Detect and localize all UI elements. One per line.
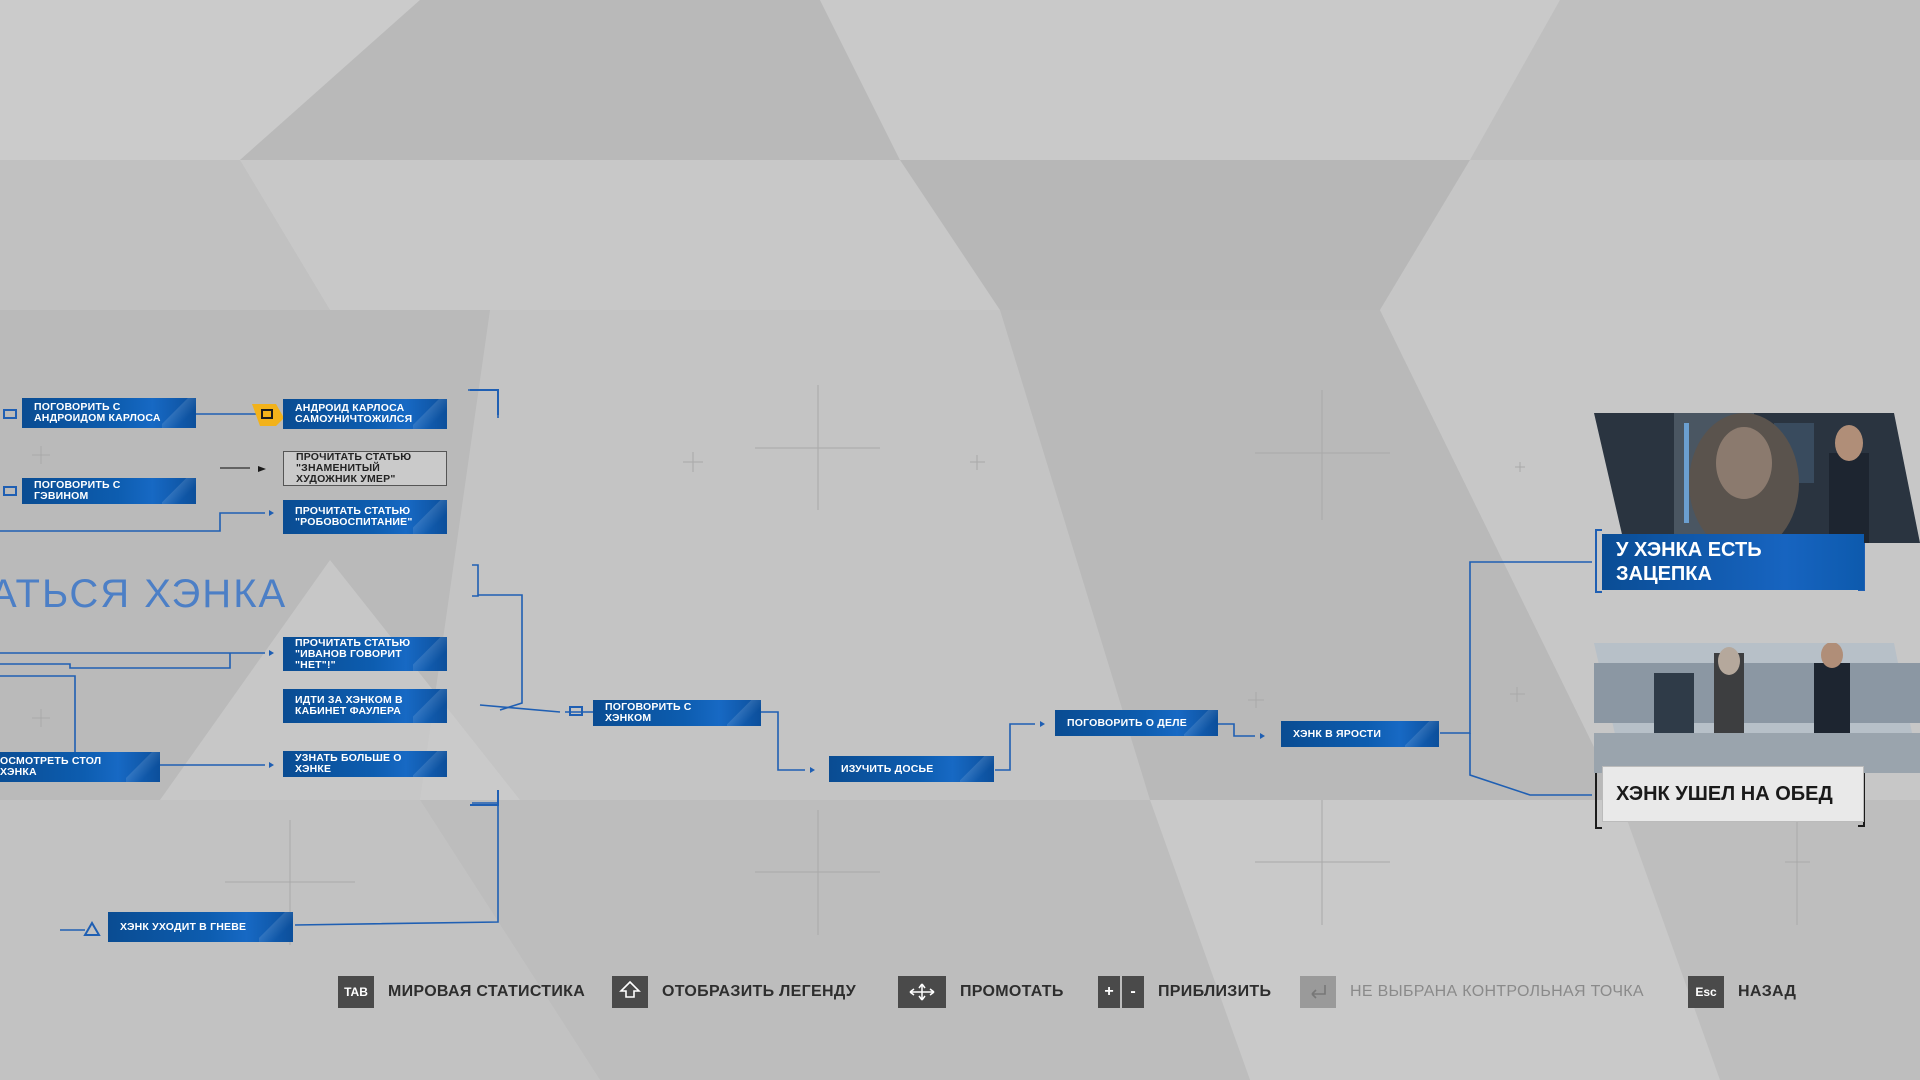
control-checkpoint[interactable]: НЕ ВЫБРАНА КОНТРОЛЬНАЯ ТОЧКА [1300,974,1644,1010]
chapter-title: АТЬСЯ ХЭНКА [0,572,288,616]
node-hank-leaves-angry[interactable]: ХЭНК УХОДИТ В ГНЕВЕ [108,912,293,942]
move-arrows-icon [898,976,946,1008]
node-talk-hank[interactable]: ПОГОВОРИТЬ С ХЭНКОМ [593,700,761,726]
node-inspect-desk[interactable]: ОСМОТРЕТЬ СТОЛ ХЭНКА [0,752,160,782]
control-back[interactable]: Esc НАЗАД [1688,974,1796,1010]
node-follow-hank[interactable]: ИДТИ ЗА ХЭНКОМ В КАБИНЕТ ФАУЛЕРА [283,689,447,723]
enter-key-icon [1300,976,1336,1008]
tab-key-icon: TAB [338,976,374,1008]
control-world-stats-label: МИРОВАЯ СТАТИСТИКА [388,983,586,1000]
node-study-dossier[interactable]: ИЗУЧИТЬ ДОСЬЕ [829,756,994,782]
node-hank-furious[interactable]: ХЭНК В ЯРОСТИ [1281,721,1439,747]
control-back-label: НАЗАД [1738,983,1797,1000]
node-read-artist-died[interactable]: ПРОЧИТАТЬ СТАТЬЮ "ЗНАМЕНИТЫЙ ХУДОЖНИК УМ… [283,451,447,486]
plus-key-icon: + [1098,976,1120,1008]
control-checkpoint-label: НЕ ВЫБРАНА КОНТРОЛЬНАЯ ТОЧКА [1350,983,1644,1000]
control-zoom[interactable]: + - ПРИБЛИЗИТЬ [1098,974,1271,1010]
control-show-legend[interactable]: ОТОБРАЗИТЬ ЛЕГЕНДУ [612,974,856,1010]
ending-lead-thumbnail [1594,413,1920,543]
ending-lunch-thumbnail [1594,643,1920,773]
control-scroll-label: ПРОМОТАТЬ [960,983,1064,1000]
ending-card-lunch[interactable]: ХЭНК УШЕЛ НА ОБЕД [1602,766,1864,822]
node-read-ivanov[interactable]: ПРОЧИТАТЬ СТАТЬЮ "ИВАНОВ ГОВОРИТ "НЕТ"!" [283,637,447,671]
ending-card-lead[interactable]: У ХЭНКА ЕСТЬ ЗАЦЕПКА [1602,534,1864,590]
node-android-selfdestruct[interactable]: АНДРОИД КАРЛОСА САМОУНИЧТОЖИЛСЯ [283,399,447,429]
node-talk-gavin[interactable]: ПОГОВОРИТЬ С ГЭВИНОМ [22,478,196,504]
control-show-legend-label: ОТОБРАЗИТЬ ЛЕГЕНДУ [662,983,856,1000]
shift-key-icon [612,976,648,1008]
node-talk-android-carlos[interactable]: ПОГОВОРИТЬ С АНДРОИДОМ КАРЛОСА [22,398,196,428]
esc-key-icon: Esc [1688,976,1724,1008]
control-world-stats[interactable]: TAB МИРОВАЯ СТАТИСТИКА [338,974,585,1010]
node-read-robo[interactable]: ПРОЧИТАТЬ СТАТЬЮ "РОБОВОСПИТАНИЕ" [283,500,447,534]
control-zoom-label: ПРИБЛИЗИТЬ [1158,983,1272,1000]
control-scroll[interactable]: ПРОМОТАТЬ [898,974,1064,1010]
node-talk-case[interactable]: ПОГОВОРИТЬ О ДЕЛЕ [1055,710,1218,736]
minus-key-icon: - [1122,976,1144,1008]
node-learn-more[interactable]: УЗНАТЬ БОЛЬШЕ О ХЭНКЕ [283,751,447,777]
